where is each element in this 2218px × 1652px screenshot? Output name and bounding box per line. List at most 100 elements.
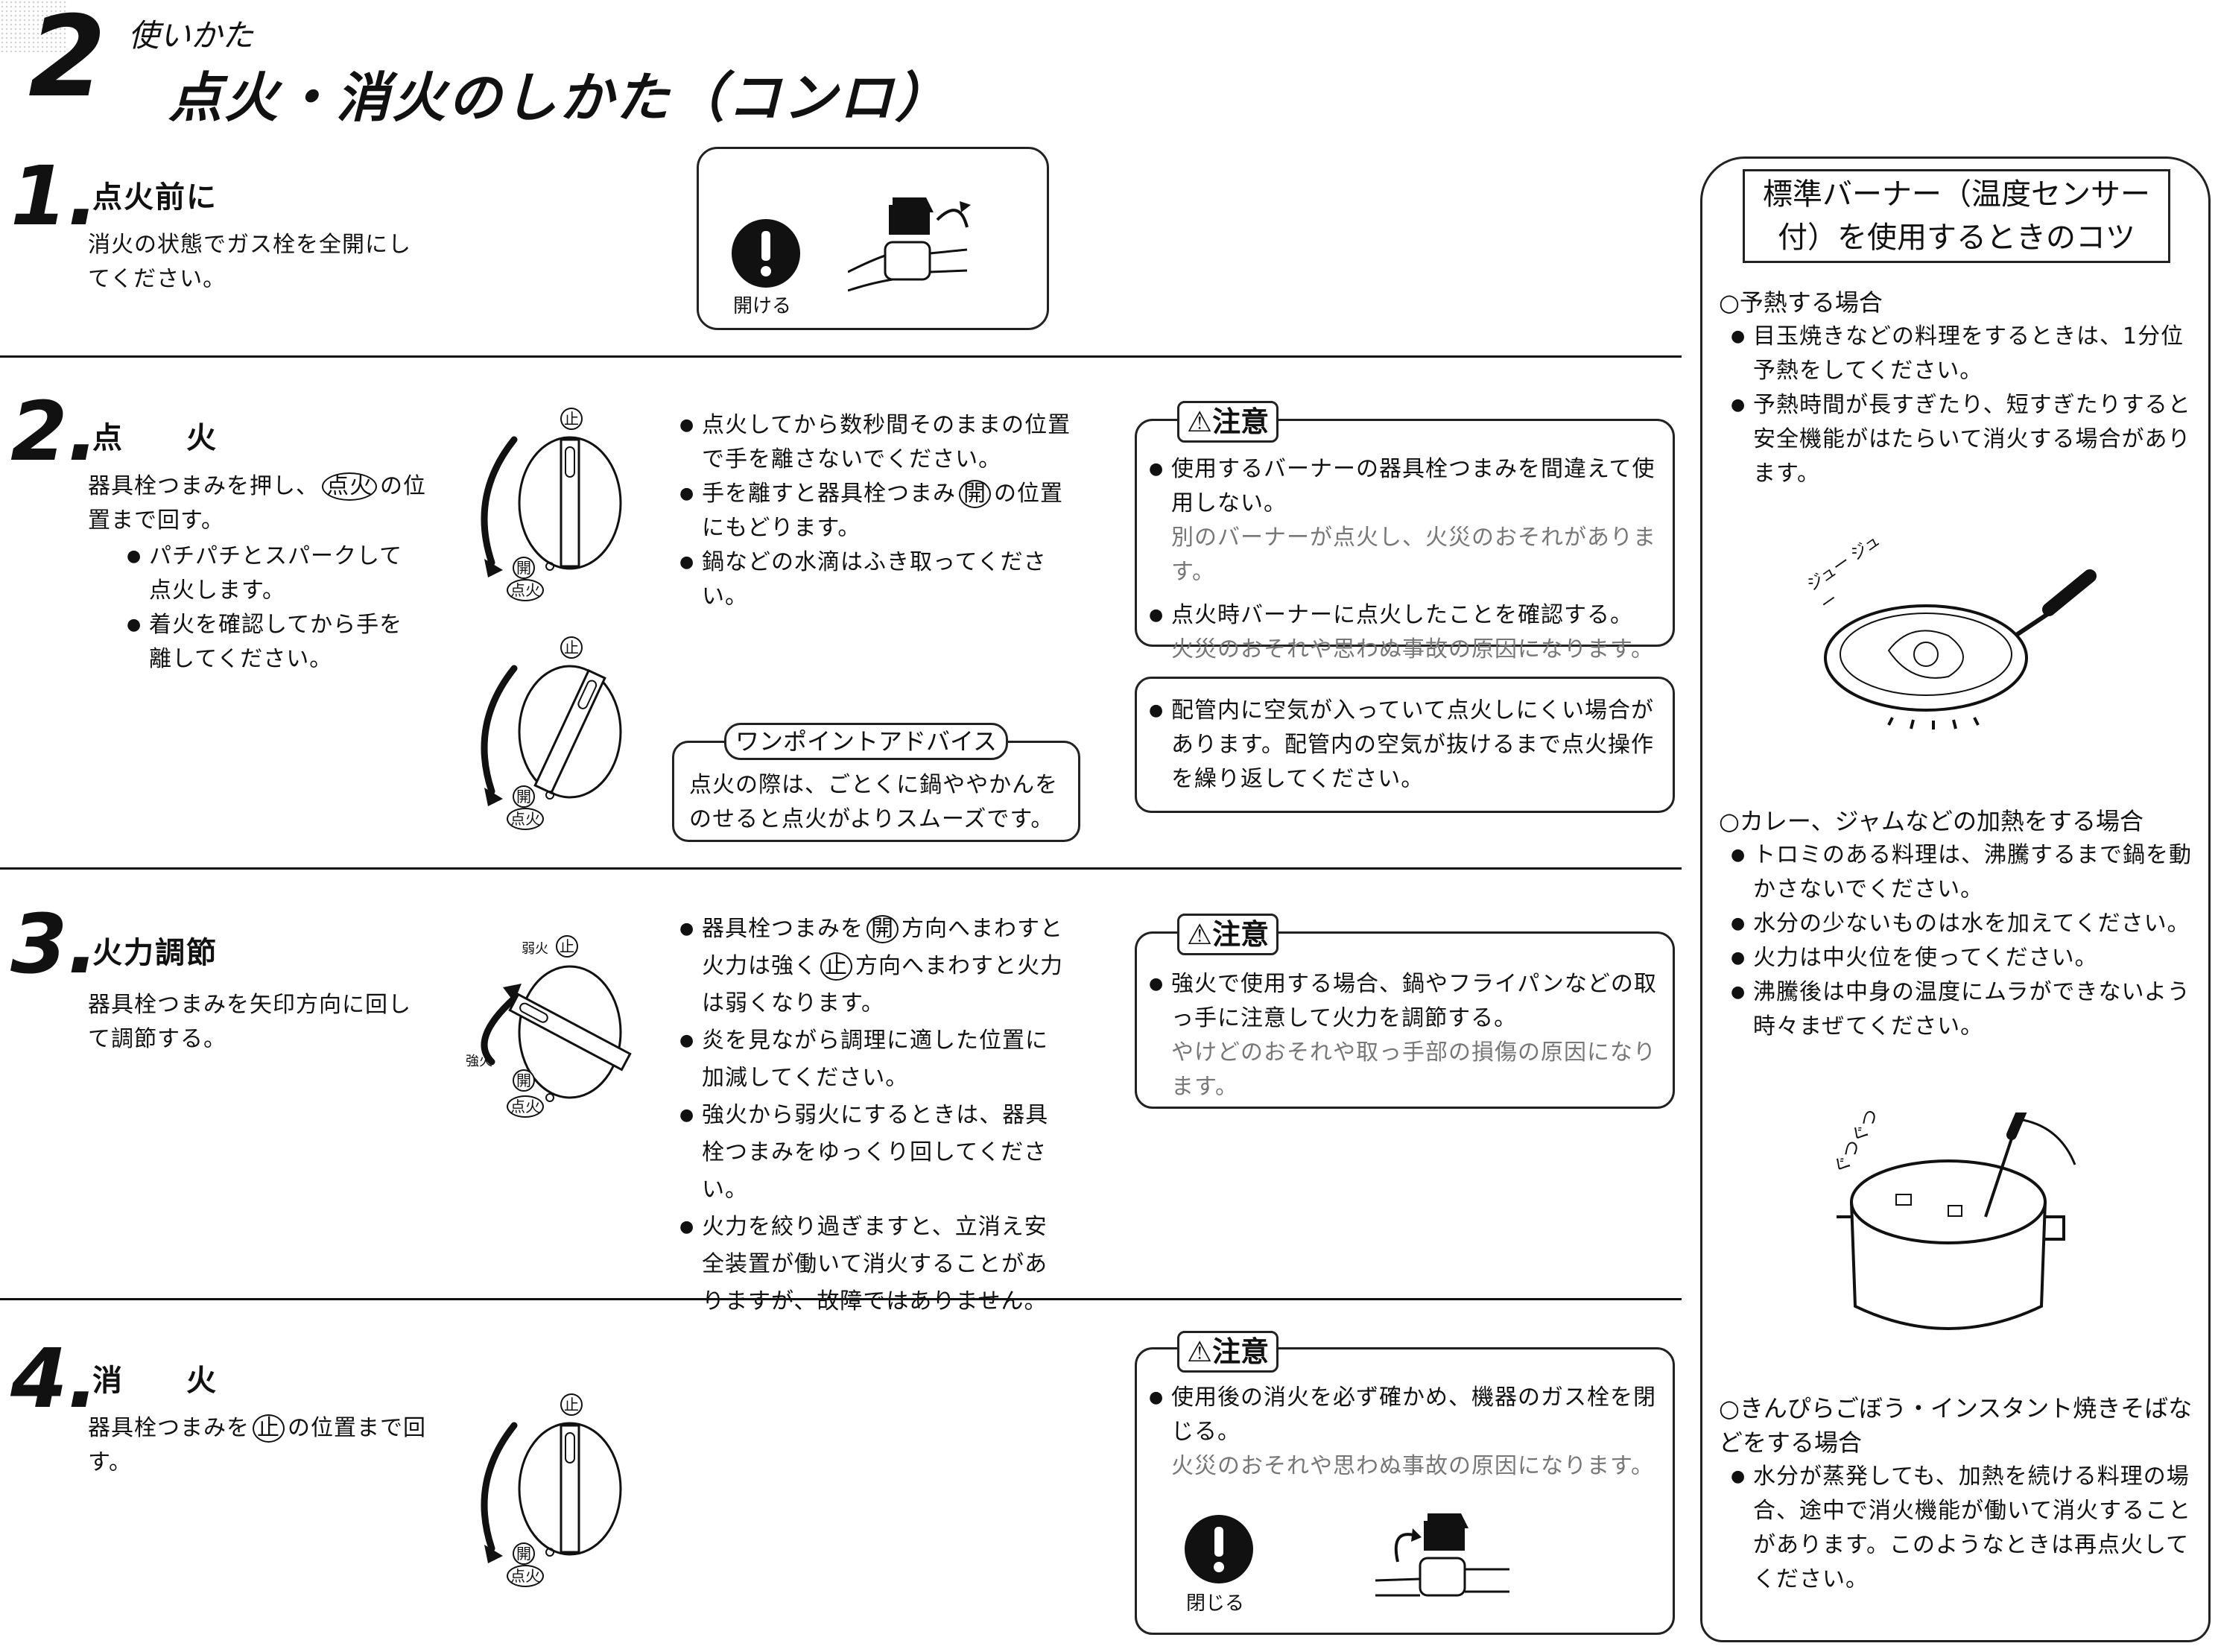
text-segment: 強火から弱火にするときは、器具栓つまみをゆっくり回してください。 [702,1102,1049,1203]
info-list: 配管内に空気が入っていて点火しにくい場合があります。配管内の空気が抜けるまで点火… [1149,694,1663,797]
caution-box-extinguish: 使用後の消火を必ず確かめ、機器のガス栓を閉じる。火災のおそれや思わぬ事故の原因に… [1135,1347,1675,1635]
caution-title: ⚠注意 [1177,1331,1279,1373]
tips-title: 標準バーナー（温度センサー付）を使用するときのコツ [1743,169,2170,263]
caution-item: 強火で使用する場合、鍋やフライパンなどの取っ手に注意して火力を調節する。 [1149,967,1663,1036]
caution-item: 使用後の消火を必ず確かめ、機器のガス栓を閉じる。 [1149,1381,1663,1449]
text-segment: の位置まで回す。 [88,473,426,534]
caution-item: 使用するバーナーの器具栓つまみを間違えて使用しない。 [1149,452,1663,521]
text-segment: の位置にもどります。 [702,481,1063,541]
caution-box-ignition: 使用するバーナーの器具栓つまみを間違えて使用しない。別のバーナーが点火し、火災の… [1135,419,1675,662]
knob-label-open: 開 [513,785,535,808]
chapter-subtitle: 使いかた [128,17,254,54]
tips-item: 目玉焼きなどの料理をするときは、1分位予熱をしてください。 [1731,320,2196,388]
tips-section-curry: ○カレー、ジャムなどの加熱をする場合トロミのある料理は、沸騰するまで鍋を動かさな… [1719,804,2196,1044]
step2-label: 点 火 [92,421,218,455]
section-divider [0,1298,1682,1300]
knob-icon [481,1422,622,1563]
rotation-arrow-icon [481,665,518,795]
caution-note: やけどのおそれや取っ手部の損傷の原因になります。 [1171,1039,1656,1100]
info-text: 配管内に空気が入っていて点火しにくい場合があります。配管内の空気が抜けるまで点火… [1149,694,1663,797]
circled-mark: 開 [866,915,899,943]
section-divider [0,867,1682,870]
knob-adjust-diagram: 弱火止強火開点火 [462,935,641,1129]
text-segment: 器具栓つまみを [702,916,864,942]
step2-sub-bullets: パチパチとスパークして点火します。着火を確認してから手を離してください。 [127,539,425,677]
knob-label-weak: 弱火 [522,941,548,957]
gas-valve-close-icon [1375,1513,1509,1597]
text-segment: 点火してから数秒間そのままの位置で手を離さないでください。 [702,412,1071,472]
knob-label-ignite: 点火 [507,579,544,601]
list-item: 着火を確認してから手を離してください。 [127,608,425,677]
knob-label-ignite: 点火 [507,1565,544,1587]
circled-mark: 止 [820,952,852,981]
caution-items: 使用するバーナーの器具栓つまみを間違えて使用しない。別のバーナーが点火し、火災の… [1149,452,1663,676]
tips-items: トロミのある料理は、沸騰するまで鍋を動かさないでください。水分の少ないものは水を… [1719,838,2196,1044]
circled-mark: 開 [959,480,991,508]
text-segment: 器具栓つまみを押し、 [88,473,319,499]
tips-item: 火力は中火位を使ってください。 [1731,941,2196,975]
tips-item: 沸騰後は中身の温度にムラができないよう時々まぜてください。 [1731,975,2196,1044]
caution-items: 強火で使用する場合、鍋やフライパンなどの取っ手に注意して火力を調節する。やけどの… [1149,967,1663,1113]
tips-heading: ○予熱する場合 [1719,288,1883,317]
text-segment: 手を離すと器具栓つまみ [702,481,956,507]
tips-section-preheat: ○予熱する場合目玉焼きなどの料理をするときは、1分位予熱をしてください。予熱時間… [1719,285,2196,491]
knob-icon [481,965,632,1102]
caution-box-flame: 強火で使用する場合、鍋やフライパンなどの取っ手に注意して火力を調節する。やけどの… [1135,931,1675,1109]
caution-title: ⚠注意 [1177,401,1279,443]
step2-body: 器具栓つまみを押し、点火の位置まで回す。 [88,469,431,538]
knob-icon [481,436,622,577]
air-in-pipe-info: 配管内に空気が入っていて点火しにくい場合があります。配管内の空気が抜けるまで点火… [1135,677,1675,813]
knob-label-open: 開 [513,1542,535,1565]
step4-number: 4. [10,1331,99,1426]
knob-ignite-diagram: 止開点火 [462,408,641,601]
text-segment: 炎を見ながら調理に適した位置に加減してください。 [702,1028,1048,1091]
tips-section-stirfry: ○きんぴらごぼう・インスタント焼きそばなどをする場合水分が蒸発しても、加熱を続け… [1719,1391,2196,1597]
tips-heading: ○カレー、ジャムなどの加熱をする場合 [1719,807,2144,835]
bullet-item: 強火から弱火にするときは、器具栓つまみをゆっくり回してください。 [679,1097,1067,1209]
gas-valve-open-icon [848,197,971,292]
page-title: 点火・消火のしかた（コンロ） [168,66,951,129]
tips-item: トロミのある料理は、沸騰するまで鍋を動かさないでください。 [1731,838,2196,907]
knob-label-open: 開 [513,1069,535,1092]
header-screen-tone [0,0,67,52]
knob-label-stop: 止 [560,408,583,430]
step2-number: 2. [10,384,99,479]
bullet-item: 炎を見ながら調理に適した位置に加減してください。 [679,1022,1067,1097]
rotation-arrow-icon [481,436,518,566]
step3-body: 器具栓つまみを矢印方向に回して調節する。 [88,992,411,1052]
text-segment: 火力を絞り過ぎますと、立消え安全装置が働いて消火することがありますが、故障ではあ… [702,1214,1048,1314]
bullet-item: 鍋などの水滴はふき取ってください。 [679,545,1086,614]
knob-label-stop: 止 [556,935,578,958]
advice-text: 点火の際は、ごとくに鍋ややかんをのせると点火がよりスムーズです。 [689,772,1059,832]
frying-pan-illustration [1824,569,2097,730]
warning-mandatory-icon [732,219,800,288]
step1-body: 消火の状態でガス栓を全開にしてください。 [88,232,411,292]
advice-title: ワンポイントアドバイス [724,723,1009,760]
step2-bullets: 点火してから数秒間そのままの位置で手を離さないでください。手を離すと器具栓つまみ… [679,408,1086,614]
knob-label-open: 開 [513,557,535,579]
caution-note: 火災のおそれや思わぬ事故の原因になります。 [1171,636,1654,662]
caution-note: 別のバーナーが点火し、火災のおそれがあります。 [1171,525,1656,585]
text-segment: 方向へまわすと火力は弱くなります。 [702,953,1063,1016]
text-segment: の位置まで回す。 [88,1415,426,1475]
knob-label-ignite: 点火 [507,1095,544,1118]
open-label: 開ける [733,295,792,317]
tips-item: 水分の少ないものは水を加えてください。 [1731,907,2196,941]
caution-note: 火災のおそれや思わぬ事故の原因になります。 [1171,1453,1654,1479]
circled-mark: 点火 [322,472,377,501]
caution-item: 点火時バーナーに点火したことを確認する。 [1149,598,1663,633]
knob-label-strong: 強火 [466,1054,492,1069]
rotation-arrow-icon [481,1422,518,1552]
step4-body: 器具栓つまみを止の位置まで回す。 [88,1411,431,1480]
text-segment: 鍋などの水滴はふき取ってください。 [702,549,1047,610]
rotation-arrow-icon [481,995,518,1066]
step3-label: 火力調節 [92,936,218,970]
step4-label: 消 火 [92,1364,218,1398]
step3-number: 3. [10,896,99,992]
knob-label-stop: 止 [560,636,583,659]
tips-panel: 標準バーナー（温度センサー付）を使用するときのコツ ○予熱する場合目玉焼きなどの… [1700,156,2211,1642]
step1-number: 1. [10,148,99,244]
step3-bullets: 器具栓つまみを開方向へまわすと火力は強く止方向へまわすと火力は弱くなります。炎を… [679,911,1067,1320]
